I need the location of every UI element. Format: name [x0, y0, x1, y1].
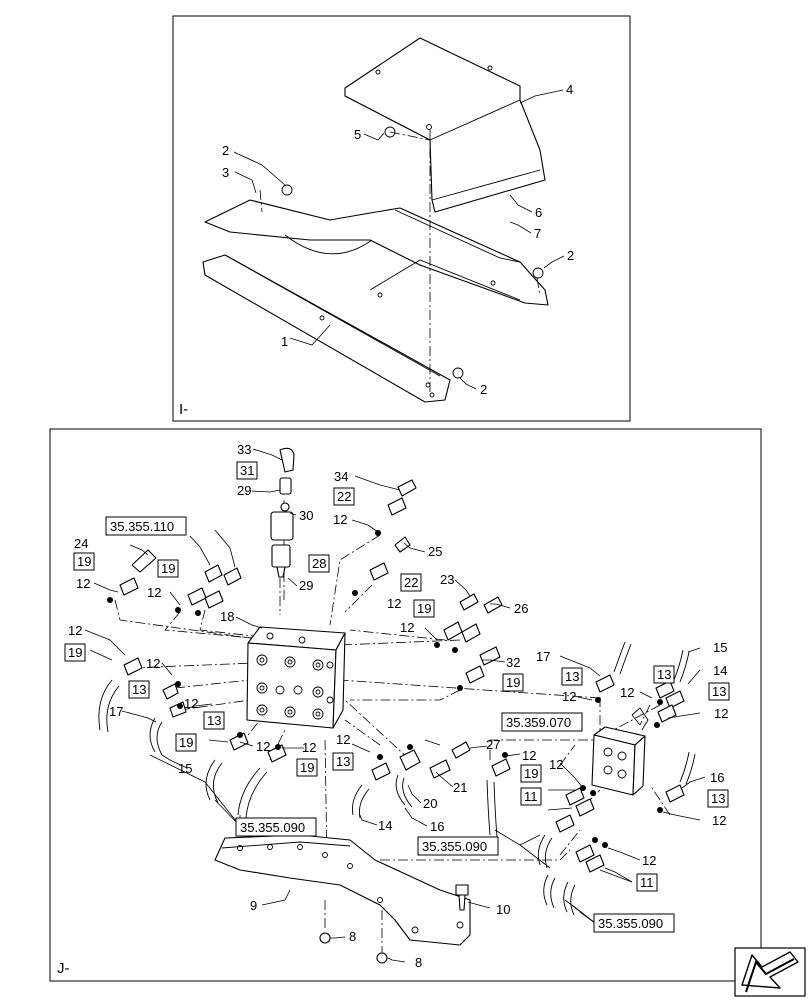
- callout-6: 6: [535, 205, 542, 220]
- fittings: [107, 479, 685, 873]
- reference-35-355-090: 35.355.090: [598, 916, 663, 931]
- callout-16: 16: [710, 770, 724, 785]
- boxed-callout-13: 13: [207, 713, 221, 728]
- callout-16: 16: [430, 819, 444, 834]
- reference-35-359-070: 35.359.070: [506, 715, 571, 730]
- control-valve-block: [246, 626, 346, 729]
- boxed-callout-28: 28: [312, 556, 326, 571]
- callout-12: 12: [387, 596, 401, 611]
- callout-14: 14: [713, 663, 727, 678]
- callout-12: 12: [522, 748, 536, 763]
- callout-10: 10: [496, 902, 510, 917]
- callout-12: 12: [562, 689, 576, 704]
- callout-15: 15: [178, 761, 192, 776]
- boxed-callout-19: 19: [161, 561, 175, 576]
- callout-23: 23: [440, 572, 454, 587]
- callout-4: 4: [566, 82, 573, 97]
- callout-18: 18: [220, 609, 234, 624]
- callout-7: 7: [534, 226, 541, 241]
- callout-32: 32: [506, 655, 520, 670]
- boxed-callout-19: 19: [179, 735, 193, 750]
- callout-12: 12: [714, 706, 728, 721]
- callout-12: 12: [333, 512, 347, 527]
- callout-12: 12: [620, 685, 634, 700]
- boxed-callout-11: 11: [524, 789, 538, 804]
- callout-34: 34: [334, 469, 348, 484]
- pressure-sensor-stack: [270, 447, 295, 578]
- boxed-callout-13: 13: [711, 791, 726, 806]
- panel-i-callouts: 1 2 2 2 3 4 5 6 7: [222, 82, 574, 397]
- callout-25: 25: [428, 544, 442, 559]
- boxed-callout-13: 13: [565, 669, 579, 684]
- boxed-callout-19: 19: [506, 675, 520, 690]
- callout-5: 5: [354, 127, 361, 142]
- callout-29: 29: [299, 578, 313, 593]
- callout-14: 14: [378, 818, 392, 833]
- boxed-callout-19: 19: [68, 645, 82, 660]
- callout-12: 12: [76, 576, 90, 591]
- callout-30: 30: [299, 508, 313, 523]
- callout-1: 1: [281, 334, 288, 349]
- cover-assembly: [202, 37, 549, 403]
- callout-26: 26: [514, 601, 528, 616]
- callout-2: 2: [480, 382, 487, 397]
- callout-12: 12: [549, 757, 563, 772]
- hoses: [98, 641, 696, 916]
- boxed-callouts: 31 22 28 19 19 22 19 19 13 13 19 13 13 1…: [64, 461, 730, 892]
- callout-29: 29: [237, 483, 251, 498]
- callout-12: 12: [302, 740, 316, 755]
- boxed-callout-13: 13: [712, 684, 726, 699]
- panel-j-label: J-: [57, 960, 70, 977]
- boxed-callout-19: 19: [417, 601, 431, 616]
- next-page-arrow-icon[interactable]: [734, 947, 806, 997]
- panel-i-label: I-: [179, 401, 188, 418]
- reference-35-355-090: 35.355.090: [422, 839, 487, 854]
- boxed-callout-22: 22: [404, 575, 418, 590]
- reference-35-355-090: 35.355.090: [240, 820, 305, 835]
- callout-3: 3: [222, 165, 229, 180]
- panel-i-frame: [172, 15, 631, 422]
- boxed-callout-19: 19: [77, 554, 91, 569]
- callout-12: 12: [147, 585, 161, 600]
- boxed-callout-22: 22: [337, 489, 351, 504]
- boxed-callout-13: 13: [132, 682, 146, 697]
- callout-12: 12: [712, 813, 726, 828]
- callout-17: 17: [536, 649, 550, 664]
- callout-27: 27: [486, 737, 500, 752]
- callout-21: 21: [453, 780, 467, 795]
- callout-24: 24: [74, 536, 88, 551]
- callout-12: 12: [336, 732, 350, 747]
- callout-33: 33: [237, 442, 251, 457]
- boxed-callout-19: 19: [524, 766, 538, 781]
- boxed-callout-13: 13: [657, 667, 671, 682]
- screw-icon: [281, 184, 293, 196]
- callout-8: 8: [349, 929, 356, 944]
- callout-17: 17: [109, 704, 123, 719]
- boxed-callout-13: 13: [336, 754, 350, 769]
- boxed-callout-11: 11: [640, 875, 654, 890]
- mounting-plate: [214, 834, 471, 964]
- callout-12: 12: [184, 696, 198, 711]
- callout-12: 12: [400, 620, 414, 635]
- reference-35-355-110: 35.355.110: [110, 519, 174, 534]
- panel-j-callouts: 33 29 30 29 34 12 25 24 12 12 18 23 26 1…: [68, 442, 728, 970]
- callout-2: 2: [567, 248, 574, 263]
- callout-12: 12: [146, 656, 160, 671]
- secondary-valve-block: [591, 707, 649, 796]
- section-references: 35.355.110 35.359.070 35.355.090 35.355.…: [105, 516, 675, 933]
- boxed-callout-19: 19: [300, 760, 314, 775]
- boxed-callout-31: 31: [240, 463, 254, 478]
- callout-20: 20: [423, 796, 437, 811]
- callout-12: 12: [256, 739, 270, 754]
- callout-8: 8: [415, 955, 422, 970]
- callout-9: 9: [250, 898, 257, 913]
- panel-j-frame: [49, 428, 762, 982]
- callout-12: 12: [68, 623, 82, 638]
- callout-15: 15: [713, 640, 727, 655]
- callout-12: 12: [642, 853, 656, 868]
- callout-2: 2: [222, 143, 229, 158]
